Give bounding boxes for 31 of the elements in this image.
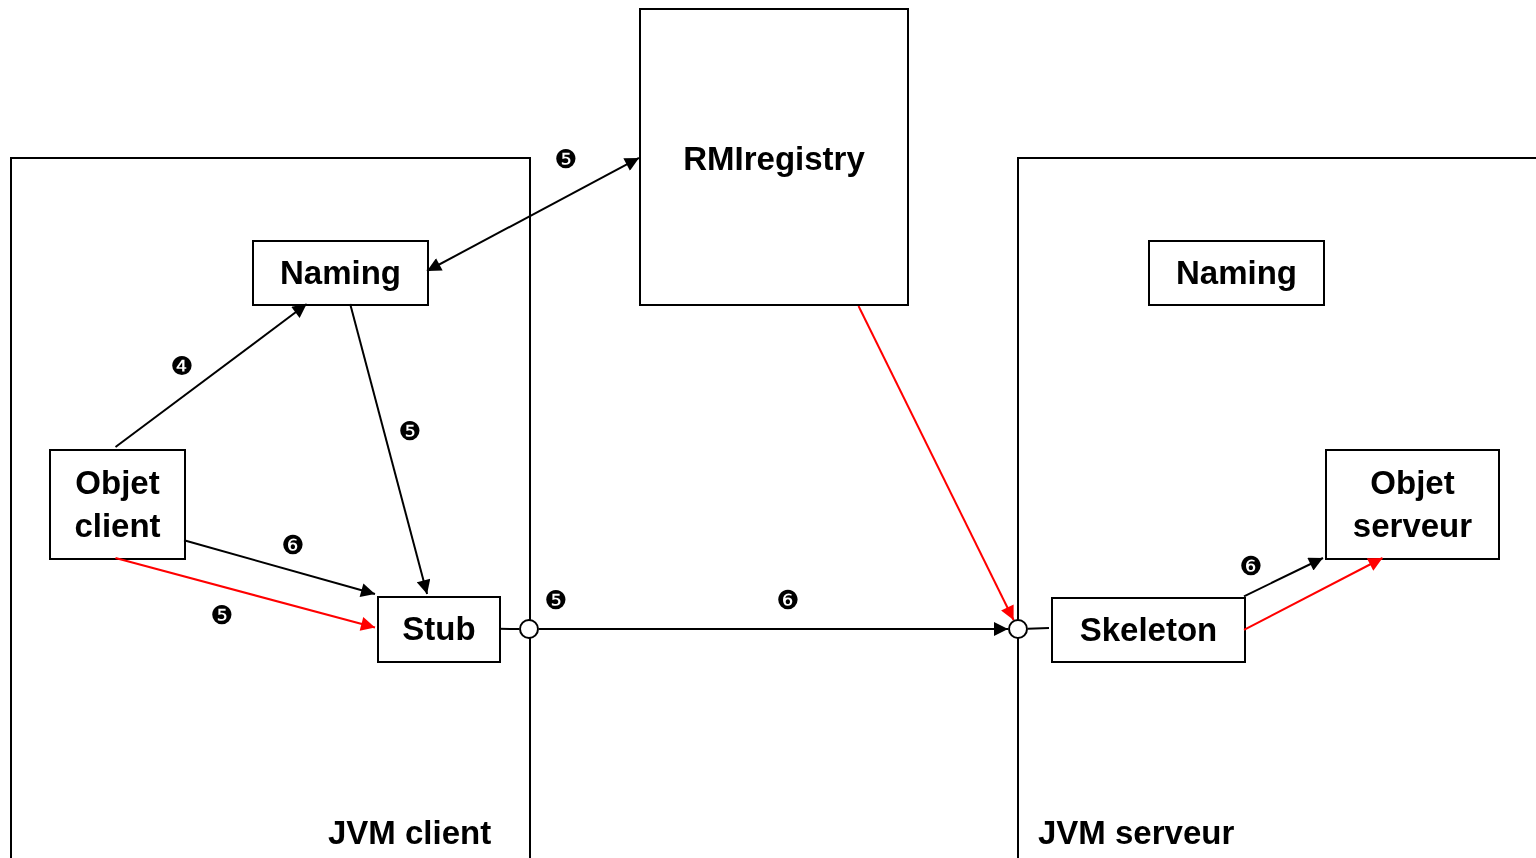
jvm-container (1017, 157, 1536, 858)
step-number: ❺ (553, 146, 579, 172)
arrow (1243, 557, 1384, 631)
jvm-container (10, 157, 531, 858)
connector-line (1027, 627, 1050, 630)
component-label: Skeleton (1051, 597, 1246, 663)
component-label: RMIregistry (639, 8, 909, 306)
arrow (114, 557, 376, 631)
step-number: ❻ (1238, 553, 1264, 579)
step-number: ❻ (775, 587, 801, 613)
arrow (426, 156, 640, 272)
step-number: ❺ (397, 418, 423, 444)
port-circle (519, 619, 539, 639)
arrow (538, 622, 1009, 636)
component-label: Naming (1148, 240, 1325, 306)
component-label: Naming (252, 240, 429, 306)
connector-line (498, 627, 520, 630)
port-circle (1008, 619, 1028, 639)
arrow (183, 539, 376, 597)
arrow (1243, 557, 1324, 598)
step-number: ❻ (280, 532, 306, 558)
step-number: ❺ (209, 602, 235, 628)
component-label: Objet client (49, 449, 186, 560)
arrow (114, 303, 308, 448)
arrow (857, 305, 1015, 622)
container-title: JVM serveur (1038, 814, 1235, 852)
component-label: Stub (377, 596, 501, 663)
component-label: Objet serveur (1325, 449, 1500, 560)
step-number: ❺ (543, 587, 569, 613)
arrow (349, 303, 431, 595)
container-title: JVM client (328, 814, 492, 852)
